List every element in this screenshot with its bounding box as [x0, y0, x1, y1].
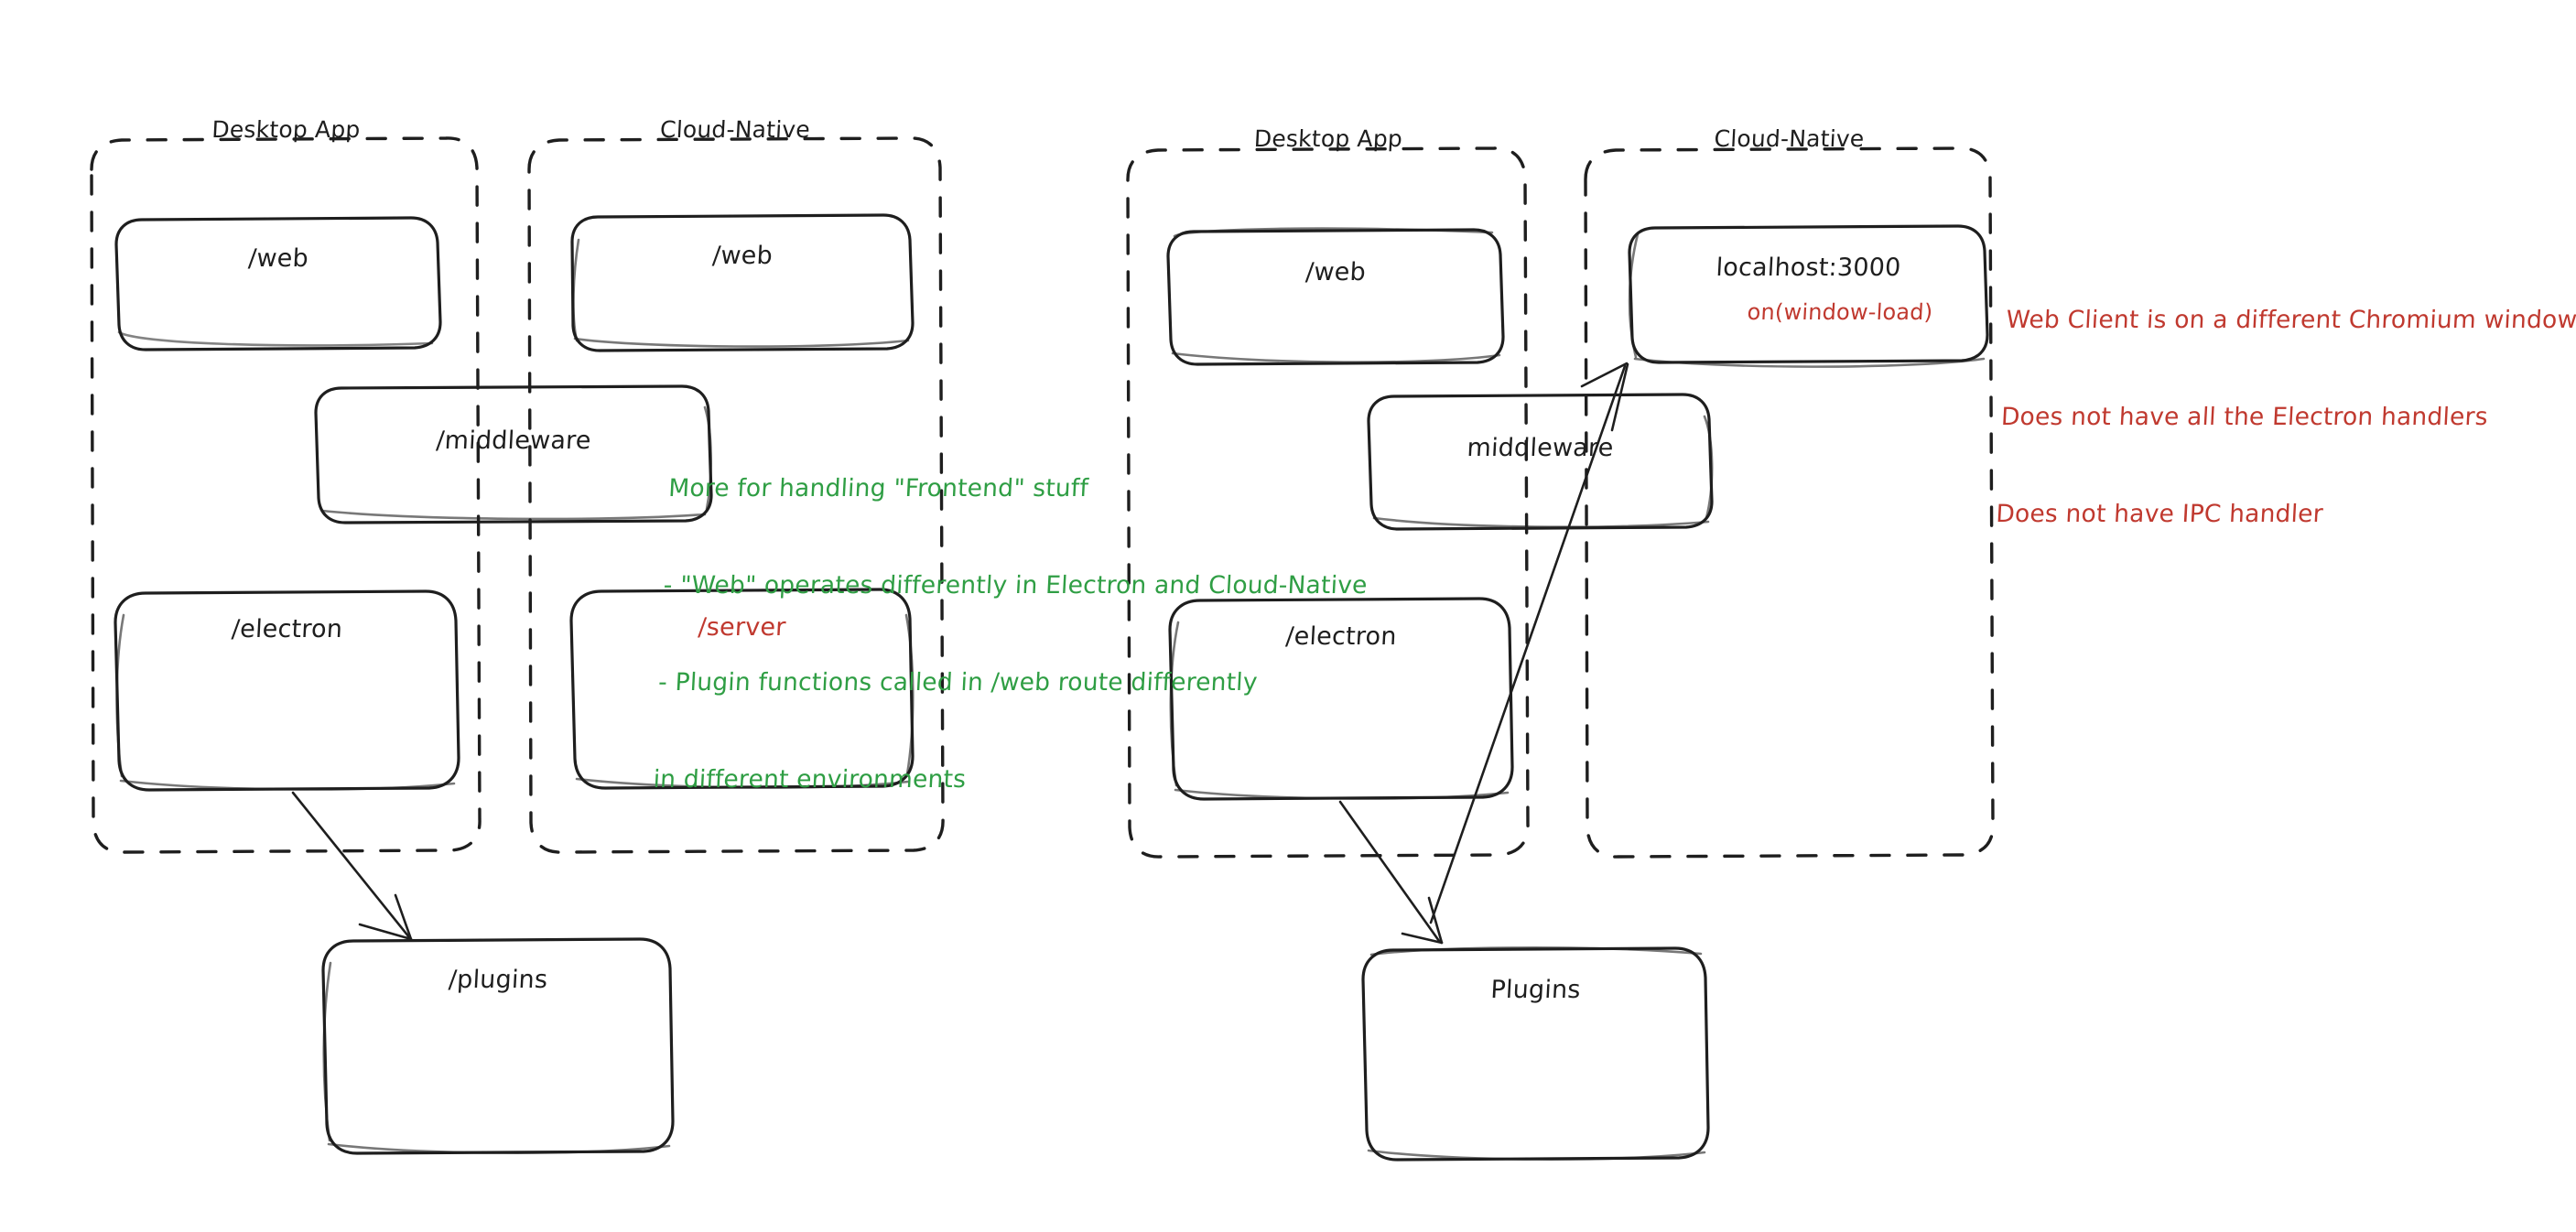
node-left-middleware[interactable] — [314, 384, 713, 524]
node-right-plugins[interactable] — [1361, 946, 1710, 1162]
node-left-cloud-web[interactable] — [570, 213, 915, 352]
label-left-electron: /electron — [231, 615, 343, 643]
label-right-cloud-native: Cloud-Native — [1713, 125, 1866, 152]
annotation-green-line-3: - Plugin functions called in /web route … — [657, 667, 1259, 697]
label-right-desktop-web: /web — [1304, 258, 1367, 286]
edge-right-electron-to-localhost — [1429, 362, 1629, 924]
group-left-desktop-app[interactable] — [90, 136, 482, 854]
label-left-cloud-native: Cloud-Native — [659, 116, 811, 143]
annotation-red-line-1: Web Client is on a different Chromium wi… — [2005, 306, 2576, 335]
annotation-red-note: Web Client is on a different Chromium wi… — [1992, 240, 2576, 595]
label-left-middleware: /middleware — [435, 427, 592, 455]
edge-right-electron-to-plugins — [1338, 800, 1444, 945]
label-left-desktop-app: Desktop App — [211, 116, 362, 143]
label-left-desktop-web: /web — [247, 244, 309, 273]
annotation-green-line-4: in different environments — [652, 764, 968, 794]
node-left-desktop-web[interactable] — [114, 216, 442, 351]
annotation-green-line-2: - "Web" operates differently in Electron… — [662, 571, 1369, 600]
label-left-cloud-web: /web — [711, 242, 774, 270]
label-right-desktop-app: Desktop App — [1253, 125, 1403, 152]
node-left-server[interactable] — [569, 588, 915, 790]
group-left-cloud-native[interactable] — [527, 136, 945, 854]
node-right-electron[interactable] — [1168, 597, 1514, 801]
node-right-localhost[interactable] — [1628, 224, 1989, 368]
node-right-desktop-web[interactable] — [1166, 227, 1505, 366]
node-right-middleware[interactable] — [1367, 393, 1714, 531]
label-right-localhost: localhost:3000 — [1715, 254, 1902, 282]
annotation-green-line-1: More for handling "Frontend" stuff — [667, 474, 1089, 503]
node-left-electron[interactable] — [114, 589, 460, 792]
node-left-plugins[interactable] — [321, 937, 675, 1155]
annotation-green-note: More for handling "Frontend" stuff - "We… — [649, 408, 1377, 859]
label-left-plugins: /plugins — [448, 966, 548, 994]
annotation-red-line-3: Does not have IPC handler — [1995, 499, 2324, 528]
edge-left-electron-to-plugins — [291, 791, 413, 941]
label-right-localhost-sublabel: on(window-load) — [1746, 299, 1934, 325]
group-right-desktop-app[interactable] — [1126, 146, 1530, 859]
label-right-middleware: middleware — [1466, 434, 1615, 462]
label-right-plugins: Plugins — [1489, 976, 1582, 1004]
group-right-cloud-native[interactable] — [1584, 146, 1995, 859]
annotation-red-line-2: Does not have all the Electron handlers — [2000, 403, 2489, 432]
